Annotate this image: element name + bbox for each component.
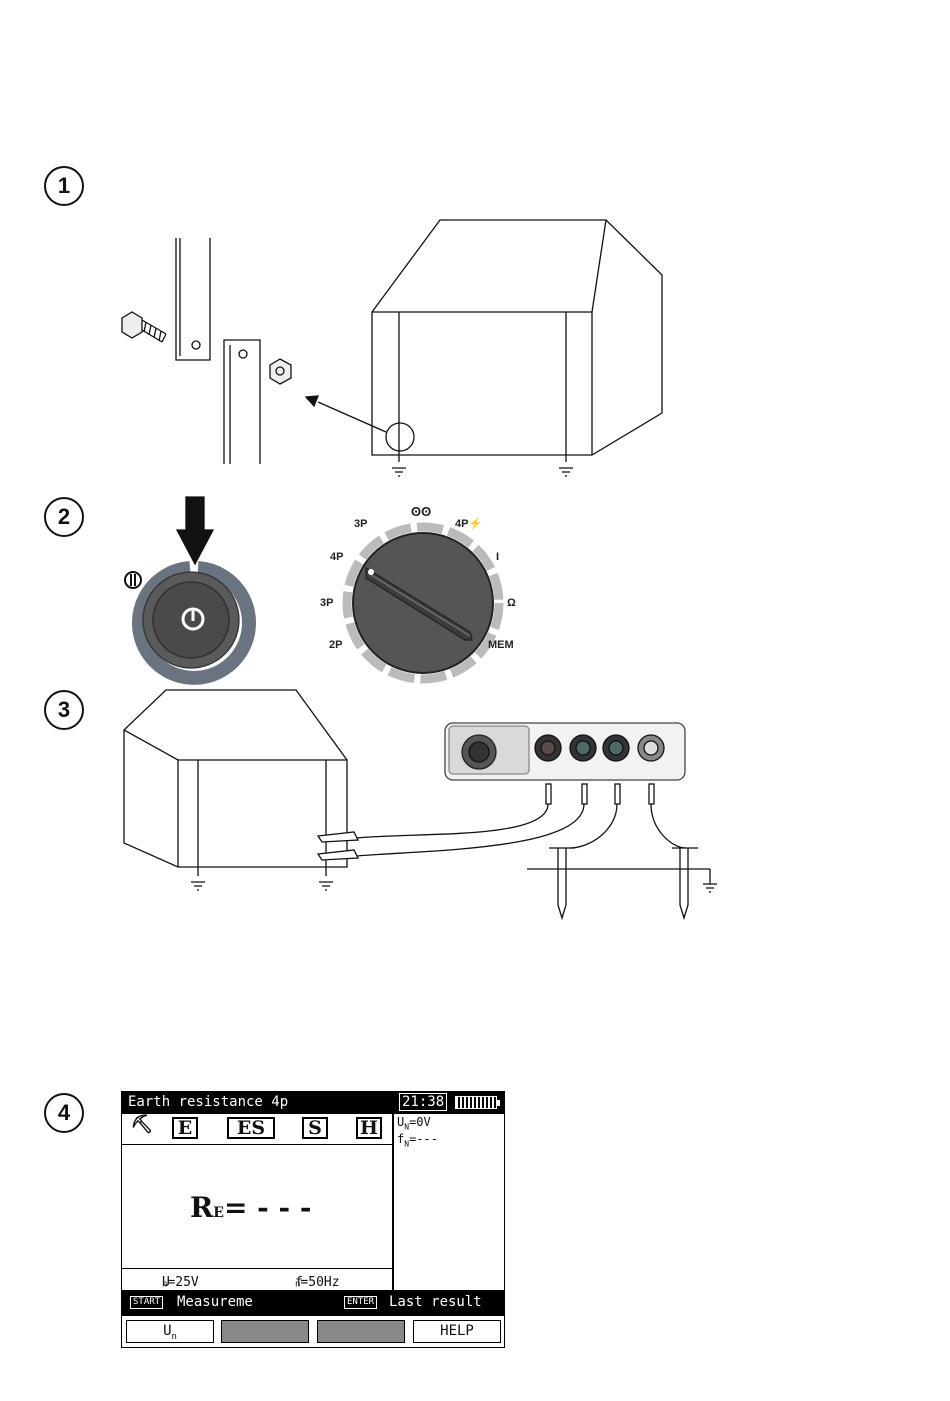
start-hint: Measureme [177, 1294, 253, 1310]
meter-screen: Earth resistance 4p 21:38 ⛏ E ES S H UN=… [121, 1091, 505, 1348]
bolt-icon [122, 312, 166, 342]
test-leads [318, 784, 686, 860]
fkey-3[interactable] [317, 1320, 405, 1343]
building-illustration [372, 220, 662, 462]
battery-icon [455, 1096, 497, 1109]
side-readings: UN=0V fN=--- [397, 1116, 438, 1151]
earth-spike-icon [527, 848, 717, 918]
fkey-help[interactable]: HELP [413, 1320, 501, 1343]
selector-label-mem: MEM [488, 639, 514, 651]
result-area: RE= - - - [122, 1144, 392, 1268]
building-illustration-step3 [124, 690, 347, 890]
nut-icon [270, 359, 291, 384]
two-clamps-icon: ʘʘ [411, 504, 431, 519]
tab-s[interactable]: S [302, 1117, 328, 1139]
start-key-badge: START [130, 1296, 163, 1309]
enter-key-badge: ENTER [344, 1296, 377, 1309]
press-arrow [177, 497, 213, 564]
selector-label-4p-lightning: 4P⚡ [455, 517, 482, 530]
fkey-un[interactable]: Un [126, 1320, 214, 1343]
earthing-bar-illustration [176, 238, 260, 464]
meter-terminal-panel [445, 723, 685, 780]
screen-title-bar: Earth resistance 4p 21:38 [122, 1092, 504, 1114]
selector-label-2p: 2P [329, 639, 342, 651]
result-readout: RE= - - - [190, 1191, 312, 1224]
screen-title: Earth resistance 4p [128, 1094, 288, 1110]
ground-symbol-icon [392, 468, 573, 476]
earth-probe-icon[interactable]: ⛏ [128, 1116, 156, 1138]
selector-label-3p: 3P [320, 597, 333, 609]
selector-label-current: I [496, 551, 499, 563]
mode-tabs: ⛏ E ES S H [122, 1114, 392, 1145]
resistance-icon: Ω [507, 597, 516, 609]
fkey-2[interactable] [221, 1320, 309, 1343]
enter-hint: Last result [389, 1294, 482, 1310]
tab-e[interactable]: E [172, 1117, 198, 1139]
tab-es[interactable]: ES [227, 1117, 275, 1139]
power-button-illustration [125, 568, 249, 678]
clock-display: 21:38 [399, 1093, 447, 1111]
rotary-selector-illustration [347, 527, 499, 679]
tab-h[interactable]: H [356, 1117, 382, 1139]
hint-bar: START Measureme ENTER Last result [122, 1290, 504, 1316]
function-keys: Un HELP [122, 1318, 504, 1346]
selector-label-4p: 4P [330, 551, 343, 563]
selector-label-3p-clamp: 3P [354, 518, 367, 530]
